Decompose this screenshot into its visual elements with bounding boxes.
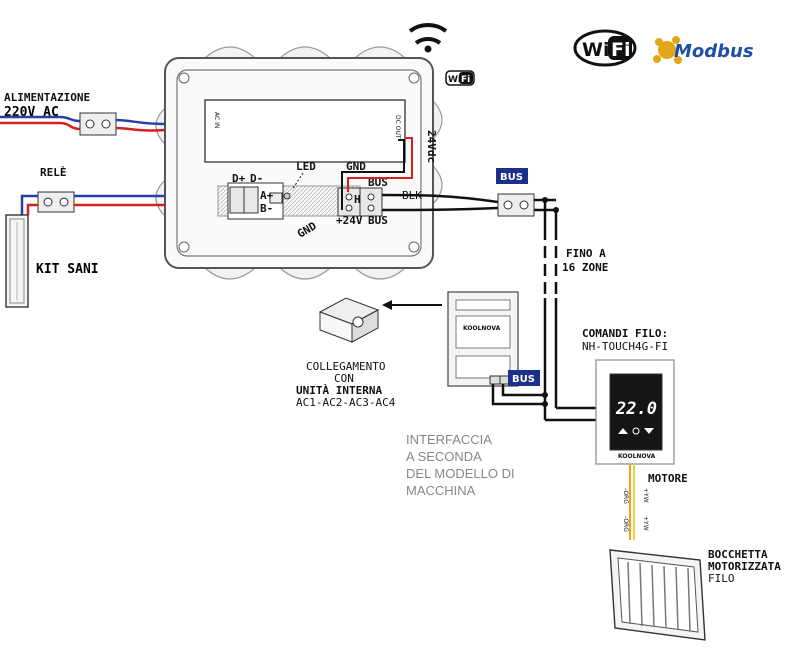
interface-module: KOOLNOVA [447, 291, 519, 387]
plus24-label: +24V [336, 214, 363, 227]
wifi-small-logo-icon: Wi Fi [445, 70, 475, 86]
wifi-logo-icon: Wi Fi [573, 29, 637, 67]
h-label: H [354, 193, 361, 206]
model-touch-label: NH-TOUCH4G-FI [582, 340, 668, 353]
kit-sani-device [5, 214, 29, 308]
b-minus-label: B- [260, 202, 273, 215]
interfaccia-line-3: DEL MODELLO DI [406, 466, 515, 481]
led-label: LED [296, 160, 316, 173]
interfaccia-line-2: A SECONDA [406, 449, 482, 464]
collegamento-label: COLLEGAMENTO [306, 360, 385, 373]
svg-text:Fi: Fi [461, 75, 470, 85]
d-minus-label: D- [250, 172, 263, 185]
bocchetta-line-1: BOCCHETTA [708, 548, 768, 561]
zone-label: 16 ZONE [562, 261, 608, 274]
d-plus-label: D+ [232, 172, 246, 185]
svg-text:Wi: Wi [448, 75, 461, 85]
svg-text:Modbus: Modbus [674, 41, 754, 62]
thermostat-device: 22.0 KOOLNOVA [595, 359, 675, 465]
con-label: CON [334, 372, 354, 385]
svg-text:-ORG: -ORG [622, 488, 629, 504]
motore-label: MOTORE [648, 472, 688, 485]
gateway-enclosure: AC IN DC OUT [155, 46, 443, 280]
svg-text:Fi: Fi [611, 39, 631, 61]
relay-label: RELÈ [40, 166, 67, 179]
svg-text:Wi: Wi [582, 39, 609, 61]
kit-sani-label: KIT SANI [36, 262, 99, 277]
power-terminal-block [0, 112, 166, 136]
svg-text:KOOLNOVA: KOOLNOVA [463, 325, 501, 332]
bus-top-label: BUS [368, 176, 388, 189]
fino-label: FINO A [566, 247, 606, 260]
bocchetta-line-3: FILO [708, 572, 735, 585]
modbus-logo-icon: Modbus [653, 36, 754, 64]
interfaccia-line-4: MACCHINA [406, 483, 476, 498]
vdc-label: 24Vdc [425, 130, 438, 163]
gnd-top-label: GND [346, 160, 366, 173]
bus-badge-interface: BUS [508, 370, 540, 386]
svg-text:+YW: +YW [642, 516, 649, 531]
svg-text:BUS: BUS [512, 374, 535, 385]
wifi-signal-icon [408, 23, 448, 53]
dc-out-label: DC OUT [394, 115, 401, 139]
interfaccia-line-1: INTERFACCIA [406, 432, 492, 447]
bus-terminal-block [497, 193, 535, 217]
svg-text:+YW: +YW [642, 488, 649, 503]
indoor-unit-connector-icon [318, 297, 380, 343]
power-supply-label: ALIMENTAZIONE [4, 91, 90, 104]
svg-text:-ORG: -ORG [622, 516, 629, 532]
models-label: AC1-AC2-AC3-AC4 [296, 396, 396, 409]
relay-terminal-block [20, 191, 165, 215]
motorized-grille-device [609, 549, 706, 641]
ac-in-label: AC IN [213, 112, 220, 128]
bus-bottom-label: BUS [368, 214, 388, 227]
svg-text:BUS: BUS [500, 172, 523, 183]
svg-text:KOOLNOVA: KOOLNOVA [618, 453, 656, 460]
display-temperature: 22.0 [615, 399, 657, 419]
a-plus-label: A+ [260, 189, 274, 202]
bocchetta-line-2: MOTORIZZATA [708, 560, 781, 573]
unita-label: UNITÀ INTERNA [296, 384, 382, 397]
bus-badge-top: BUS [496, 168, 528, 184]
comandi-label: COMANDI FILO: [582, 327, 668, 340]
